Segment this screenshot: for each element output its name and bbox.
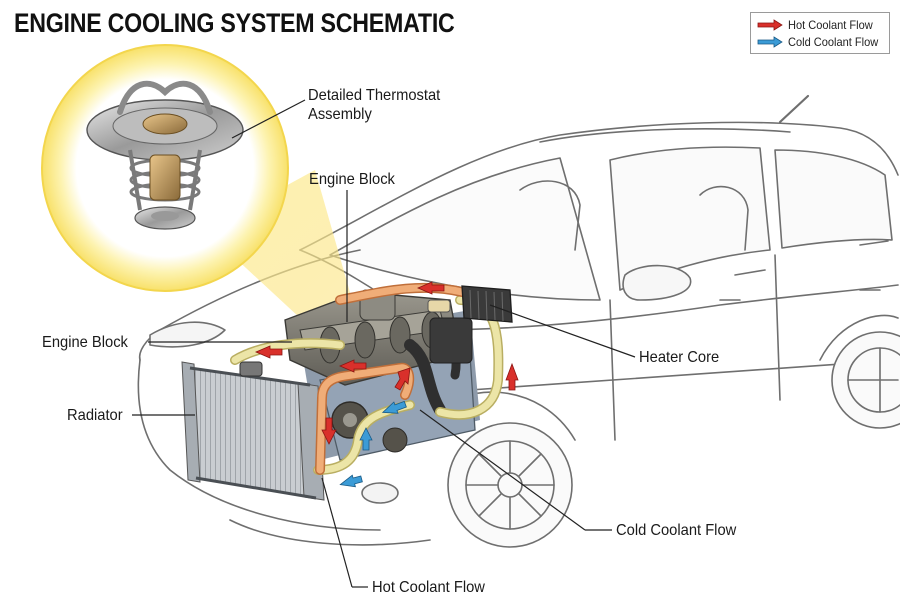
heater-core-label: Heater Core [639, 349, 720, 366]
cold-coolant-flow-label: Cold Coolant Flow [616, 522, 737, 539]
thermostat-label-line1: Detailed Thermostat [308, 87, 441, 104]
car-outline [137, 94, 900, 548]
engine-block-label-top: Engine Block [309, 171, 395, 188]
legend-label-hot: Hot Coolant Flow [788, 18, 873, 32]
page-title: ENGINE COOLING SYSTEM SCHEMATIC [14, 8, 455, 38]
hot-arrow-icon [757, 19, 783, 31]
leader-lines [132, 99, 636, 588]
radiator-illustration [181, 361, 325, 501]
legend-item-cold: Cold Coolant Flow [757, 34, 886, 50]
heater-core-illustration [461, 285, 513, 323]
thermostat-label-line2: Assembly [308, 106, 372, 123]
legend-item-hot: Hot Coolant Flow [757, 17, 880, 33]
legend: Hot Coolant Flow Cold Coolant Flow [750, 12, 890, 54]
radiator-label: Radiator [67, 407, 123, 424]
hot-coolant-flow-label: Hot Coolant Flow [372, 579, 485, 596]
legend-label-cold: Cold Coolant Flow [788, 35, 879, 49]
engine-block-label-left: Engine Block [42, 334, 128, 351]
hot-flow-arrows [254, 281, 519, 445]
cold-flow-arrows [339, 400, 407, 488]
thermostat-icon [86, 80, 244, 230]
cold-arrow-icon [757, 36, 783, 48]
